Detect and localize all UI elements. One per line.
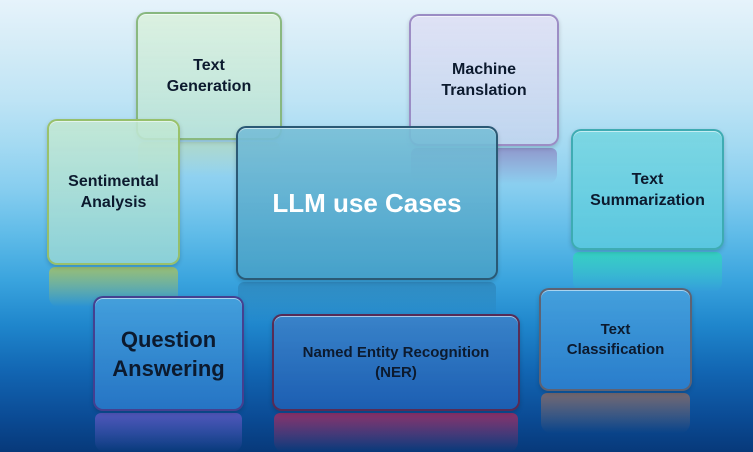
text-summarization-label-line2: Summarization bbox=[590, 191, 705, 209]
text-generation-box: Text Generation bbox=[136, 12, 282, 140]
named-entity-recognition-box: Named Entity Recognition (NER) bbox=[272, 314, 520, 411]
llm-use-cases-box: LLM use Cases bbox=[236, 126, 498, 280]
sentimental-analysis-label-line2: Analysis bbox=[80, 194, 147, 211]
machine-translation-label-line2: Translation bbox=[441, 82, 527, 99]
sentimental-analysis-box: Sentimental Analysis bbox=[47, 119, 180, 265]
text-classification-label-line2: Classification bbox=[566, 340, 665, 358]
text-summarization-label-line1: Text bbox=[631, 170, 664, 188]
ner-reflection bbox=[274, 413, 518, 452]
question-answering-box: Question Answering bbox=[93, 296, 244, 411]
ner-label-line2: (NER) bbox=[375, 363, 417, 381]
question-answering-label-line1: Question bbox=[120, 326, 217, 352]
text-generation-label-line1: Text bbox=[193, 57, 225, 74]
llm-use-cases-label: LLM use Cases bbox=[272, 187, 462, 218]
machine-translation-label-line1: Machine bbox=[451, 61, 516, 78]
text-generation-label-line2: Generation bbox=[166, 78, 252, 95]
question-answering-reflection bbox=[95, 413, 242, 452]
text-summarization-reflection bbox=[573, 252, 722, 292]
question-answering-label-line2: Answering bbox=[112, 355, 225, 381]
sentimental-analysis-label-line1: Sentimental bbox=[68, 173, 159, 190]
ner-label-line1: Named Entity Recognition bbox=[302, 343, 490, 361]
text-classification-reflection bbox=[541, 393, 690, 433]
machine-translation-box: Machine Translation bbox=[409, 14, 559, 146]
text-classification-label-line1: Text bbox=[600, 320, 631, 338]
text-classification-box: Text Classification bbox=[539, 288, 692, 391]
text-summarization-box: Text Summarization bbox=[571, 129, 724, 250]
